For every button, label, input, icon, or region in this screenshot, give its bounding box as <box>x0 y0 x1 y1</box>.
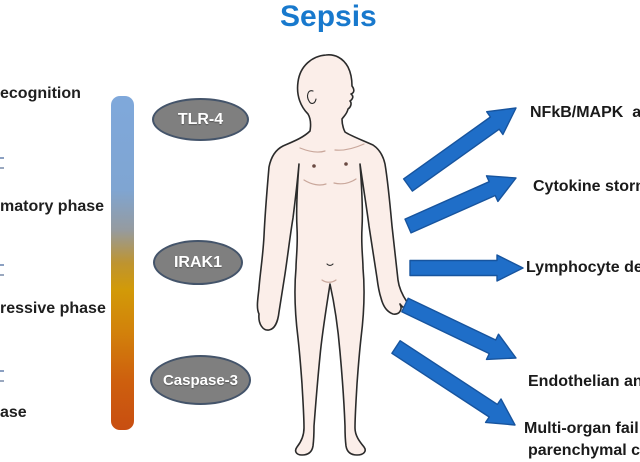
phase-label-phase: ase <box>0 404 27 421</box>
clipped-text-fragment <box>0 370 4 382</box>
chest-left-line <box>303 179 327 186</box>
mediator-label: TLR-4 <box>177 110 224 128</box>
pubic-line <box>321 279 337 283</box>
phase-label-inflammatory: matory phase <box>0 198 105 215</box>
mediator-oval-irak1: IRAK1 <box>153 240 243 285</box>
phase-gradient-bar <box>111 96 134 430</box>
arrow-multiorgan <box>391 340 516 426</box>
mediator-oval-caspase3: Caspase-3 <box>150 355 251 405</box>
outcome-label-endothelial: Endothelian an parenchymal ce <box>528 324 640 462</box>
nipple-left <box>312 164 316 168</box>
mediator-label: Caspase-3 <box>162 371 239 389</box>
mediator-label: IRAK1 <box>173 253 222 271</box>
arrow-endothelial <box>401 297 517 361</box>
human-body-figure <box>256 54 409 456</box>
navel <box>326 263 334 267</box>
mediator-oval-tlr4: TLR-4 <box>152 98 249 141</box>
outcome-label-line1: Endothelian an <box>528 373 640 390</box>
phase-label-suppressive: ressive phase <box>0 300 106 317</box>
body-outline <box>256 54 409 456</box>
ear-line <box>307 90 317 104</box>
clipped-text-fragment <box>0 264 4 276</box>
arrow-nfkb <box>402 107 517 192</box>
page-title: Sepsis <box>280 0 377 33</box>
outcome-label-cytokine: Cytokine storm <box>533 178 640 195</box>
outcome-label-multiorgan: Multi-organ fail <box>524 420 639 437</box>
clavicle-right-line <box>334 143 365 151</box>
phase-label-recognition: ecognition <box>0 85 81 102</box>
arrow-lymphocyte <box>409 254 524 282</box>
nipple-right <box>344 162 348 166</box>
clipped-text-fragment <box>0 157 4 169</box>
chest-right-line <box>333 178 357 185</box>
outcome-label-lymphocyte: Lymphocyte de <box>526 259 640 276</box>
clavicle-left-line <box>299 147 326 153</box>
arrow-cytokine <box>404 175 517 234</box>
outcome-label-line2: parenchymal ce <box>528 442 640 459</box>
outcome-label-nfkb: NFkB/MAPK ac <box>530 104 640 121</box>
